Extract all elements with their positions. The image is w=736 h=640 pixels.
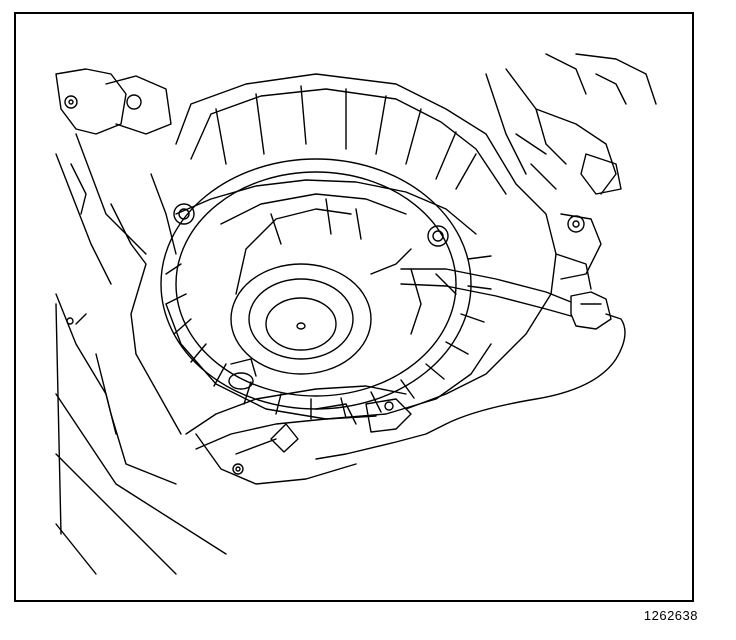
blower-housing	[175, 53, 657, 410]
lower-bracket	[185, 358, 412, 485]
blower-wheel	[160, 158, 492, 420]
mounting-screws	[173, 203, 449, 475]
wiring-harness	[315, 268, 626, 460]
figure-id-label: 1262638	[643, 608, 698, 623]
blower-motor-illustration	[55, 53, 657, 575]
vehicle-structure-left	[55, 68, 227, 575]
blower-motor	[220, 193, 412, 375]
illustration-frame	[14, 12, 694, 602]
